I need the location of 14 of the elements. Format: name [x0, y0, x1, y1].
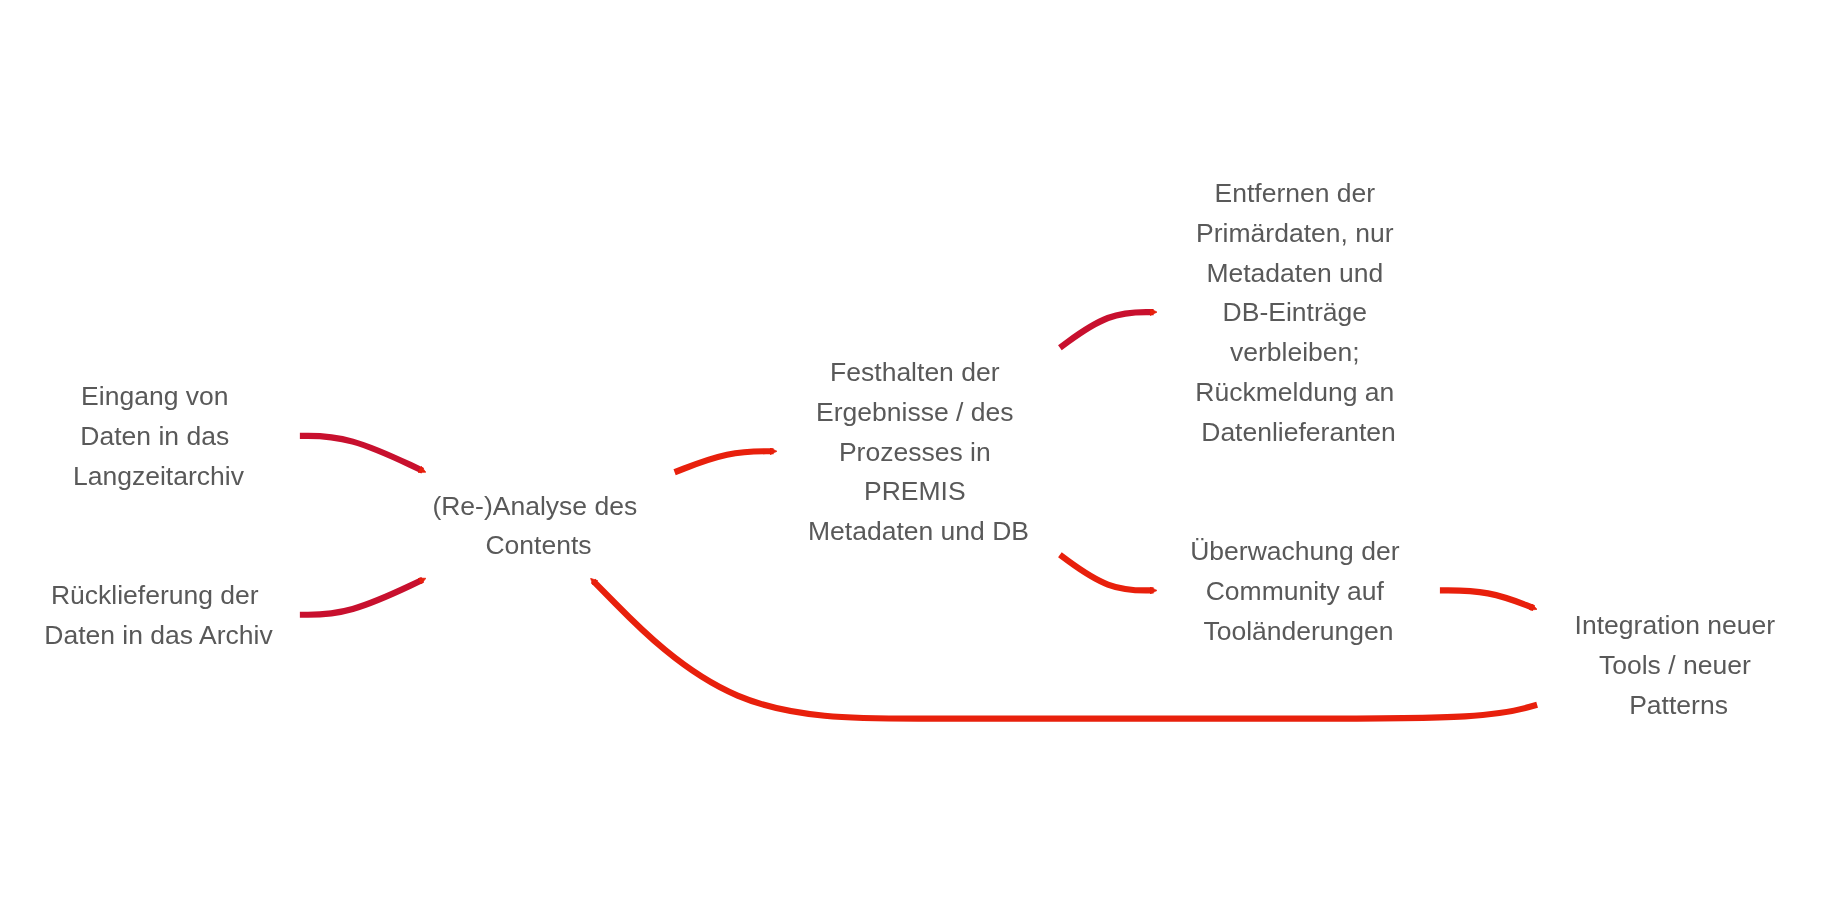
node-text: Entfernen der Primärdaten, nur Metadaten und DB-Einträge verbleiben; Rückmeldung an Datenlieferanten: [1195, 178, 1396, 446]
node-text: Festhalten der Ergebnisse / des Prozesses in PREMIS Metadaten und DB: [807, 357, 1030, 546]
arrow: [673, 447, 778, 476]
node-text: Rücklieferung der Daten in das Archiv: [44, 580, 273, 650]
node-text: Eingang von Daten in das Langzeitarchiv: [72, 381, 244, 491]
arrow: [1058, 552, 1158, 595]
arrow: [590, 577, 1538, 722]
arrow: [1058, 308, 1158, 351]
node-text: Überwachung der Community auf Tooländerungen: [1190, 536, 1400, 645]
node-text: (Re-)Analyse des Contents: [432, 490, 638, 560]
node-text: Integration neuer Tools / neuer Patterns: [1574, 610, 1776, 719]
arrow: [299, 432, 427, 474]
arrow: [299, 577, 427, 618]
arrow: [1439, 587, 1538, 611]
